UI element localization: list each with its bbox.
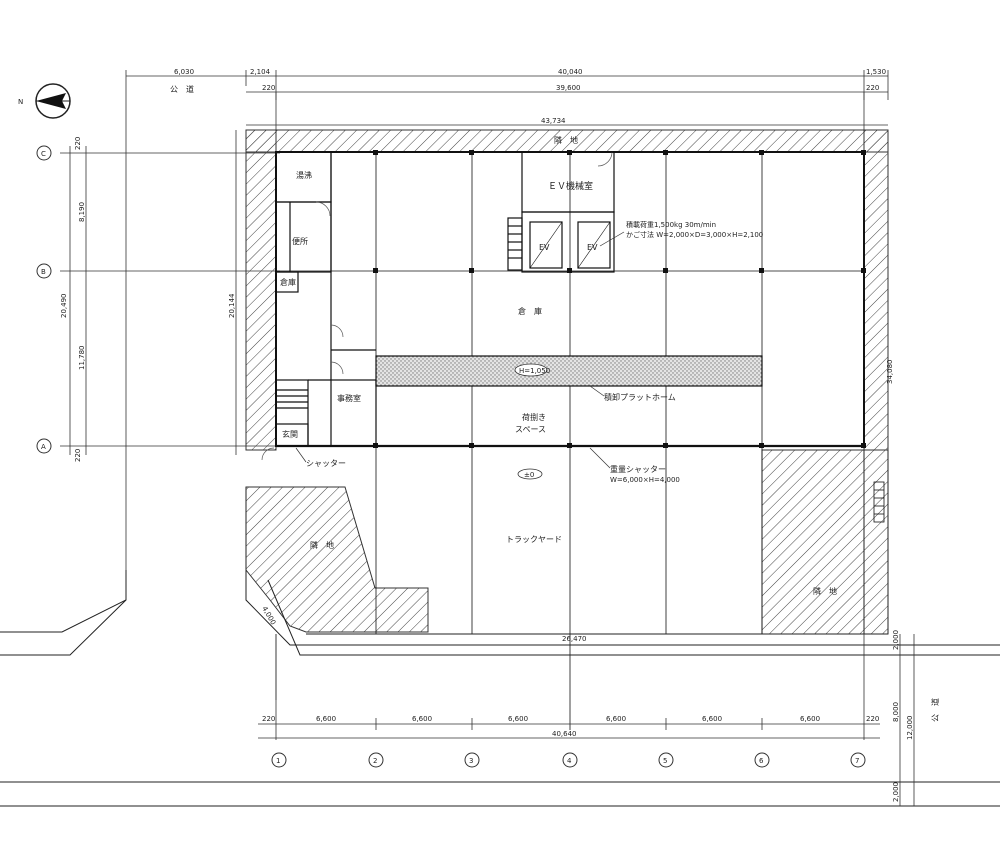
building-outline <box>275 151 865 730</box>
dim-site-width: 43,734 <box>541 117 566 125</box>
dim-edge-right: 220 <box>866 84 879 92</box>
grid-row-a: A <box>36 438 52 454</box>
ev1-label: EV <box>539 243 550 252</box>
dim-bay-3: 6,600 <box>508 715 528 723</box>
column-markers <box>373 150 866 448</box>
dim-bay-1: 6,600 <box>316 715 336 723</box>
dim-left-setback: 6,030 <box>174 68 194 76</box>
loading-space-label-1: 荷捌き <box>522 412 546 422</box>
dim-left-edge-top: 220 <box>74 137 82 150</box>
grid-col-1: 1 <box>271 752 287 768</box>
platform-level-marker <box>514 363 548 377</box>
dim-bay-lower: 11,780 <box>78 346 86 371</box>
heavy-shutter-label: 重量シャッター <box>610 464 666 474</box>
dim-bottom-total: 40,640 <box>552 730 577 738</box>
dim-bay-5: 6,600 <box>702 715 722 723</box>
storage-label: 倉 庫 <box>518 306 542 316</box>
dim-bottom-edge-left: 220 <box>262 715 275 723</box>
boundary-left-label: 隣 地 <box>310 540 334 550</box>
shutter-label: シャッター <box>306 459 346 468</box>
dim-diag: 4,000 <box>260 605 277 626</box>
dim-road-bottom: 2,000 <box>892 782 900 802</box>
dim-site-depth: 20,144 <box>228 293 236 318</box>
grid-col-5: 5 <box>658 752 674 768</box>
boundary-right-label: 隣 地 <box>813 586 837 596</box>
svg-text:6: 6 <box>759 757 764 765</box>
ev-spec-1: 積載荷重1,500kg 30m/min <box>626 220 716 229</box>
road-right-label: 公 道 <box>930 698 940 722</box>
truck-yard-label: トラックヤード <box>506 535 562 544</box>
platform-level-text: H=1,050 <box>519 367 550 375</box>
dim-bottom-edge-right: 220 <box>866 715 879 723</box>
grid-row-b: B <box>36 263 52 279</box>
door-swings <box>261 151 613 461</box>
road-top-label: 公 道 <box>170 84 194 94</box>
yard-level-marker <box>517 468 543 480</box>
toilet-label: 便所 <box>292 236 308 246</box>
loading-platform <box>375 355 763 387</box>
dim-inner: 39,600 <box>556 84 581 92</box>
dim-road-inner: 8,000 <box>892 702 900 722</box>
dim-edge-left: 220 <box>262 84 275 92</box>
loading-space-label-2: スペース <box>515 425 546 434</box>
grid-col-6: 6 <box>754 752 770 768</box>
entrance-label: 玄関 <box>282 429 298 439</box>
svg-text:5: 5 <box>663 757 667 765</box>
grid-row-c: C <box>36 145 52 161</box>
dim-left-edge-bottom: 220 <box>74 449 82 462</box>
grid-col-7: 7 <box>850 752 866 768</box>
dim-right-setback: 1,530 <box>866 68 886 76</box>
room-top-label: 湯沸 <box>296 170 312 180</box>
core-rooms <box>275 151 377 447</box>
dim-gap: 2,104 <box>250 68 271 76</box>
dim-overall: 40,040 <box>558 68 583 76</box>
boundary-top-label: 隣 地 <box>554 135 578 145</box>
yard-level-text: ±0 <box>524 471 534 479</box>
grid-col-3: 3 <box>464 752 480 768</box>
svg-text:3: 3 <box>469 757 473 765</box>
grid-col-4: 4 <box>562 752 578 768</box>
ev-spec-2: かご寸法 W=2,000×D=3,000×H=2,100 <box>626 230 763 239</box>
dim-left-total: 20,490 <box>60 294 68 319</box>
svg-text:4: 4 <box>567 757 572 765</box>
dim-right-depth: 34,080 <box>886 360 894 385</box>
dim-bay-6: 6,600 <box>800 715 820 723</box>
bottom-dimensions <box>258 634 915 806</box>
left-dimensions <box>60 130 280 455</box>
ev2-label: EV <box>587 243 598 252</box>
exterior-stair <box>873 481 885 523</box>
grid-col-2: 2 <box>368 752 384 768</box>
svg-text:B: B <box>41 268 46 276</box>
dim-road-top: 2,000 <box>892 630 900 650</box>
dim-bay-2: 6,600 <box>412 715 432 723</box>
dim-road-total: 12,000 <box>906 716 914 741</box>
ps-label: 倉庫 <box>280 277 296 287</box>
north-label: N <box>18 98 23 106</box>
svg-text:2: 2 <box>373 757 377 765</box>
dim-bay-upper: 8,190 <box>78 202 86 222</box>
road-lines <box>0 450 1000 807</box>
north-arrow-icon: N <box>18 83 71 119</box>
office-label: 事務室 <box>337 393 361 403</box>
dim-yard: 26,470 <box>562 635 587 643</box>
ev-machine-room-label: ＥＶ機械室 <box>548 180 593 192</box>
svg-text:7: 7 <box>855 757 859 765</box>
top-dimensions <box>125 70 889 580</box>
dim-bay-4: 6,600 <box>606 715 626 723</box>
heavy-shutter-size: W=6,000×H=4,000 <box>610 476 680 484</box>
svg-text:A: A <box>41 443 46 451</box>
svg-text:C: C <box>41 150 46 158</box>
platform-label: 積卸プラットホーム <box>604 392 676 402</box>
svg-text:1: 1 <box>276 757 280 765</box>
ev-core <box>507 151 615 273</box>
